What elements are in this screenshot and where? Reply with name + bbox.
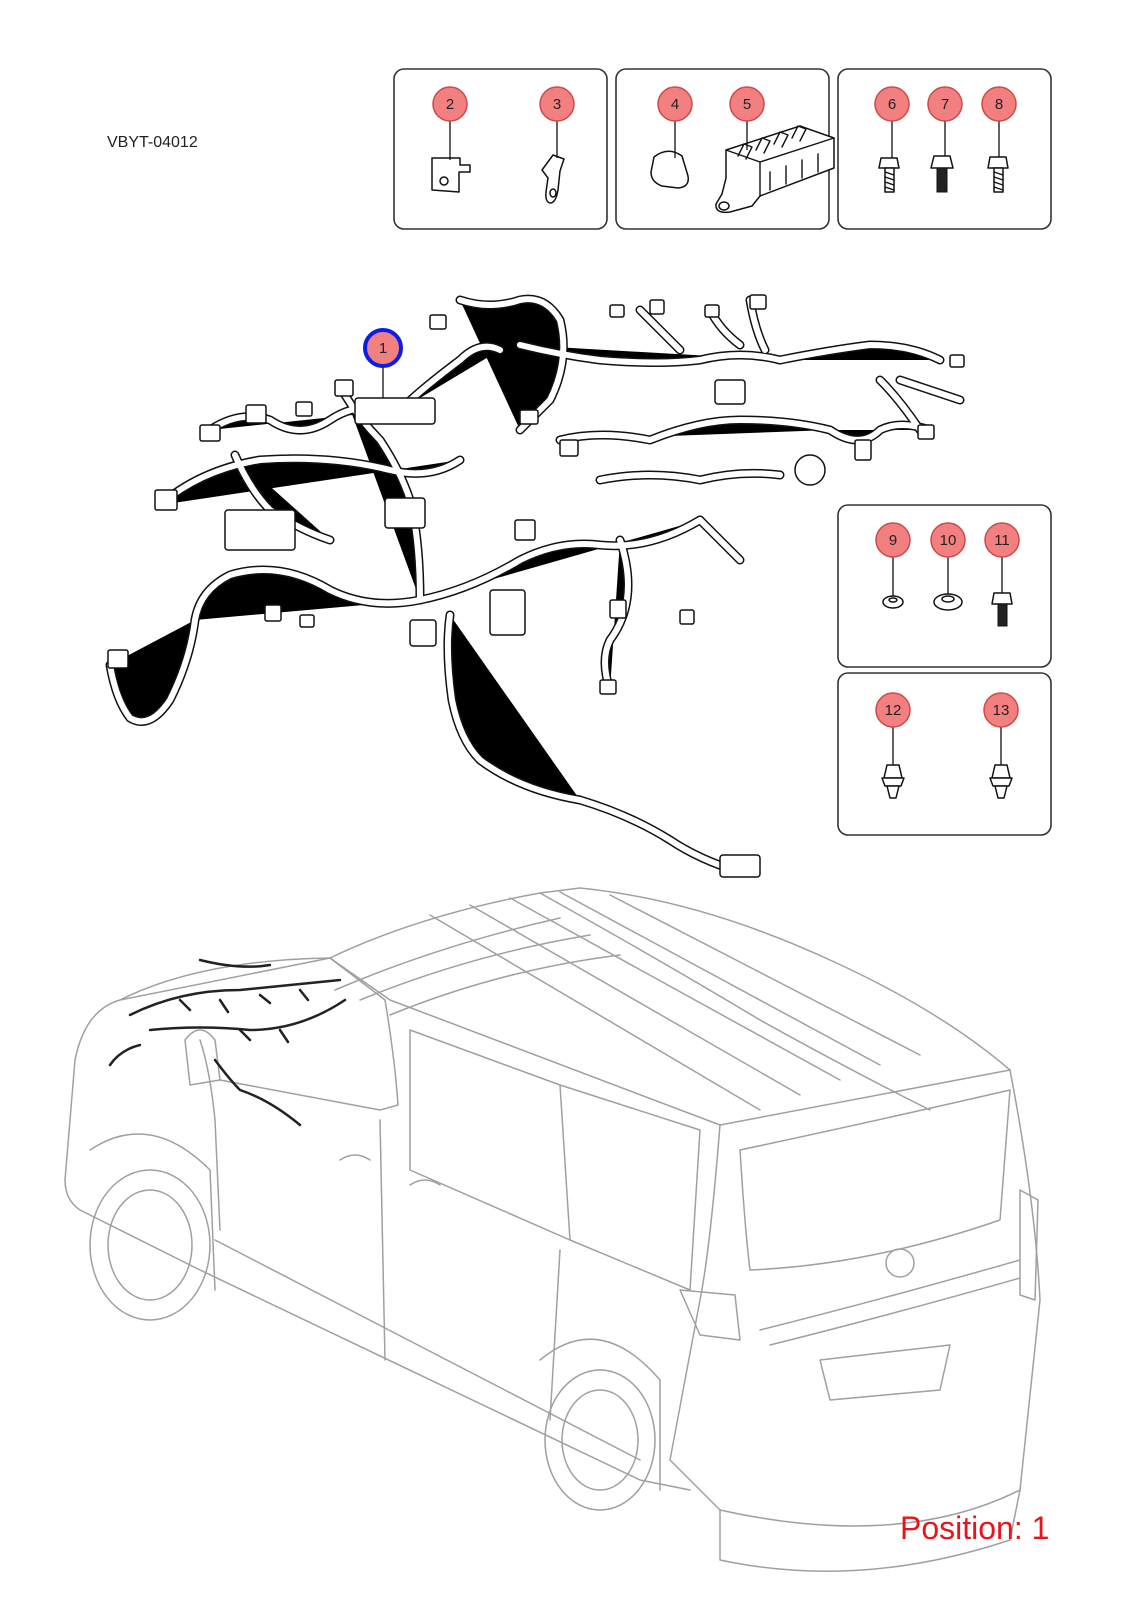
callout-label: 6: [888, 96, 896, 113]
callout-label: 11: [994, 532, 1010, 549]
callout-label: 12: [885, 702, 902, 719]
callout-label: 8: [995, 96, 1003, 113]
harness-in-vehicle: [108, 958, 347, 1127]
callout-13[interactable]: 13: [983, 692, 1019, 728]
callout-11[interactable]: 11: [984, 522, 1020, 558]
callout-label: 4: [671, 96, 679, 113]
callout-label: 1: [379, 340, 387, 357]
callout-label: 2: [446, 96, 454, 113]
position-label: Position: 1: [900, 1510, 1050, 1546]
callout-label: 7: [941, 96, 949, 113]
vehicle-outline-illustration: [64, 887, 1041, 1572]
parts-box-clip-fusebox: [615, 68, 835, 230]
callout-12[interactable]: 12: [875, 692, 911, 728]
callout-8[interactable]: 8: [981, 86, 1017, 122]
wiring-harness-illustration: [108, 294, 965, 878]
parts-box-brackets: [393, 68, 608, 230]
reference-code: VBYT-04012: [107, 134, 198, 151]
callout-label: 9: [889, 532, 897, 549]
callout-4[interactable]: 4: [657, 86, 693, 122]
callout-10[interactable]: 10: [930, 522, 966, 558]
callout-label: 13: [993, 702, 1010, 719]
callout-2[interactable]: 2: [432, 86, 468, 122]
callout-6[interactable]: 6: [874, 86, 910, 122]
parts-box-pushpins: [837, 672, 1052, 836]
callout-label: 10: [940, 532, 957, 549]
callout-7[interactable]: 7: [927, 86, 963, 122]
callout-3[interactable]: 3: [539, 86, 575, 122]
callout-1[interactable]: 1: [363, 328, 403, 368]
leader-lines: [382, 120, 1003, 765]
callout-label: 5: [743, 96, 751, 113]
callout-9[interactable]: 9: [875, 522, 911, 558]
callout-label: 3: [553, 96, 561, 113]
callout-5[interactable]: 5: [729, 86, 765, 122]
